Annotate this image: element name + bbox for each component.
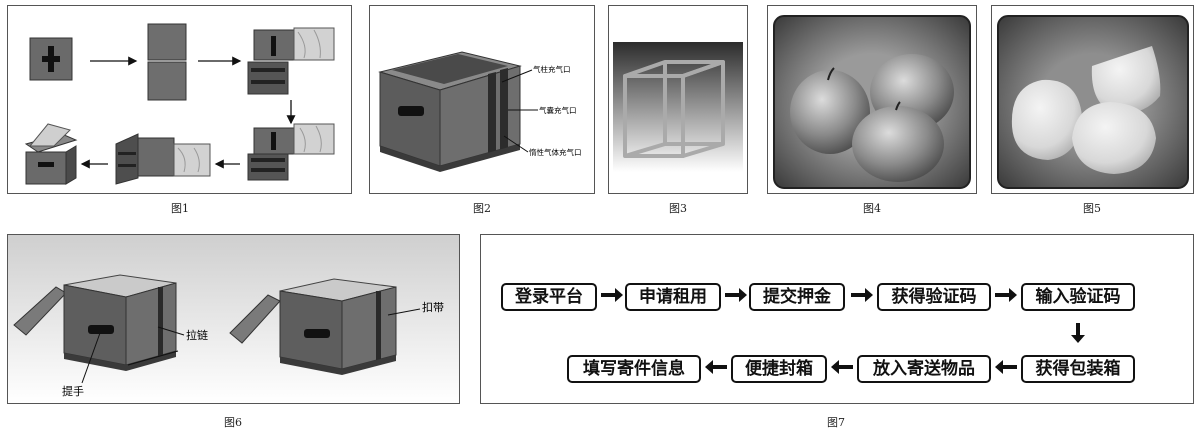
arrow-right-icon xyxy=(601,288,623,302)
label-handle: 提手 xyxy=(62,384,84,398)
step-unfold-foil xyxy=(247,27,335,95)
figure-1-caption: 图1 xyxy=(171,202,189,215)
flow-step-submit-deposit: 提交押金 xyxy=(749,283,845,311)
arrow-down-icon xyxy=(1071,323,1085,343)
figure-6-box-open-photos: 拉链 提手 扣带 xyxy=(8,235,459,403)
figure-7-panel: 登录平台 申请租用 提交押金 获得验证码 输入验证码 获得包装箱 放入寄送物品 … xyxy=(480,234,1194,404)
figure-5-caption: 图5 xyxy=(1083,202,1101,215)
figure-3-panel xyxy=(608,5,748,194)
figure-4-apples-photo xyxy=(773,15,971,189)
flow-step-apply-rent: 申请租用 xyxy=(625,283,721,311)
label-bladder-inlet: 气囊充气口 xyxy=(539,105,577,115)
figure-1-panel xyxy=(7,5,352,194)
figure-2-caption: 图2 xyxy=(473,202,491,215)
figure-6-caption: 图6 xyxy=(224,416,242,429)
box-right xyxy=(229,278,421,375)
figure-4-panel xyxy=(767,5,977,194)
arrow-right-icon xyxy=(995,288,1017,302)
flow-step-login: 登录平台 xyxy=(501,283,597,311)
figure-5-wrapped-apples-photo xyxy=(997,15,1189,189)
flow-step-put-items: 放入寄送物品 xyxy=(857,355,991,383)
flow-step-enter-code: 输入验证码 xyxy=(1021,283,1135,311)
arrow-left-icon xyxy=(705,360,727,374)
flow-step-get-box: 获得包装箱 xyxy=(1021,355,1135,383)
figure-3-wire-cube xyxy=(613,42,743,172)
step-assembled-box xyxy=(24,123,78,185)
figure-1-assembly-sequence xyxy=(24,23,335,185)
step-insert-bags xyxy=(247,123,335,181)
label-inert-gas-inlet: 惰性气体充气口 xyxy=(529,147,582,157)
flow-step-seal-box: 便捷封箱 xyxy=(731,355,827,383)
flow-step-get-code: 获得验证码 xyxy=(877,283,991,311)
figure-7-caption: 图7 xyxy=(827,416,845,429)
figure-4-caption: 图4 xyxy=(863,202,881,215)
figure-6-panel: 拉链 提手 扣带 xyxy=(7,234,460,404)
label-airbag-inlet: 气柱充气口 xyxy=(533,64,571,74)
arrow-left-icon xyxy=(995,360,1017,374)
arrow-right-icon xyxy=(725,288,747,302)
label-strap: 扣带 xyxy=(422,300,444,314)
handle-shape xyxy=(398,106,424,116)
figure-2-panel: 气柱充气口 气囊充气口 惰性气体充气口 xyxy=(369,5,595,194)
flow-step-fill-sender-info: 填写寄件信息 xyxy=(567,355,701,383)
figure-5-panel xyxy=(991,5,1194,194)
label-zipper: 拉链 xyxy=(186,328,208,342)
step-flat-board xyxy=(29,37,73,81)
figure-3-caption: 图3 xyxy=(669,202,687,215)
box-left xyxy=(13,274,185,384)
step-fold-sides xyxy=(115,133,211,185)
arrow-right-icon xyxy=(851,288,873,302)
step-stacked-panels xyxy=(147,23,187,101)
arrow-left-icon xyxy=(831,360,853,374)
figure-2-box-with-inlets: 气柱充气口 气囊充气口 惰性气体充气口 xyxy=(378,51,582,172)
